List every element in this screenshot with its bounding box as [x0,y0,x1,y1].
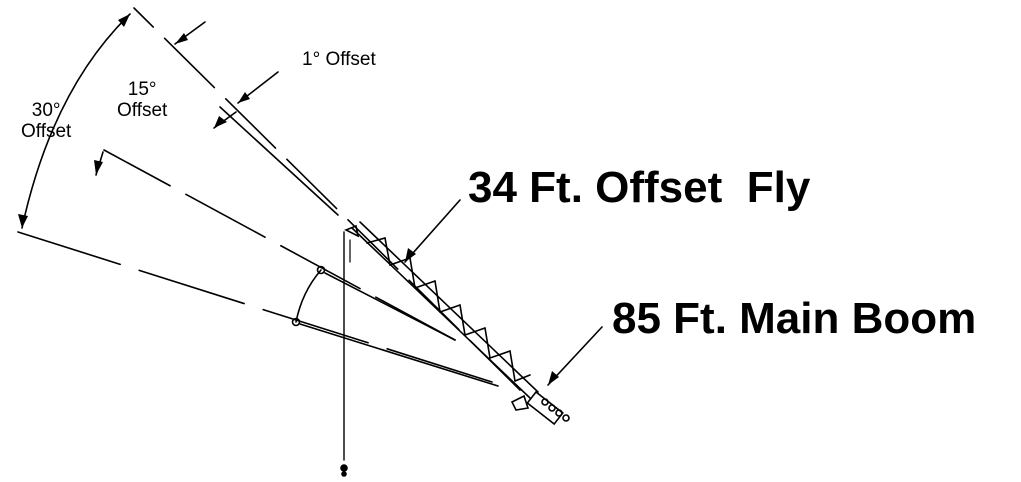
arrowhead-30-bottom [18,214,28,228]
offset-15deg-word: Offset [117,100,168,121]
arrowhead-15-bottom [94,160,103,175]
arrowhead-1deg-bottom [214,116,227,128]
pivot-point-lower [291,317,301,327]
arrowhead-15-top [175,33,188,44]
main-boom-butt [510,390,570,426]
main-boom-label: 85 Ft. Main Boom [612,295,976,343]
hook-block [340,464,348,472]
offset-30deg-word: Offset [21,121,72,142]
main-boom-label-text: 85 Ft. Main Boom [612,294,977,343]
offset-1deg-label: 1° Offset [302,49,376,70]
offset-30deg-degrees: 30° [31,100,61,121]
boom-tip [344,224,360,238]
offset-15deg-degrees: 15° [127,79,157,100]
offset-15deg-label: 15° Offset [117,79,167,121]
offset-1deg-marker [219,106,339,216]
arrowhead-30-top [118,14,130,27]
pendant-line-lower [299,323,499,387]
fly-label: 34 Ft. Offset Fly [468,164,810,212]
offset-fly-lattice [351,221,539,399]
offset-1deg-text: 1° Offset [302,49,376,70]
fly-leader [404,199,461,263]
arrowhead-main-boom [548,371,559,385]
arrowhead-1deg-top [238,92,250,103]
offset-line-30deg [17,231,493,383]
offset-line-15deg [103,149,456,341]
offset-30deg-label: 30° Offset [21,100,71,142]
fly-label-text: 34 Ft. Offset Fly [468,163,811,212]
arrowhead-fly [405,248,416,262]
pivot-point-upper [316,265,326,275]
pendant-line-upper [324,272,456,341]
pivot-arc [295,269,322,323]
dimension-arc-30 [21,13,131,229]
